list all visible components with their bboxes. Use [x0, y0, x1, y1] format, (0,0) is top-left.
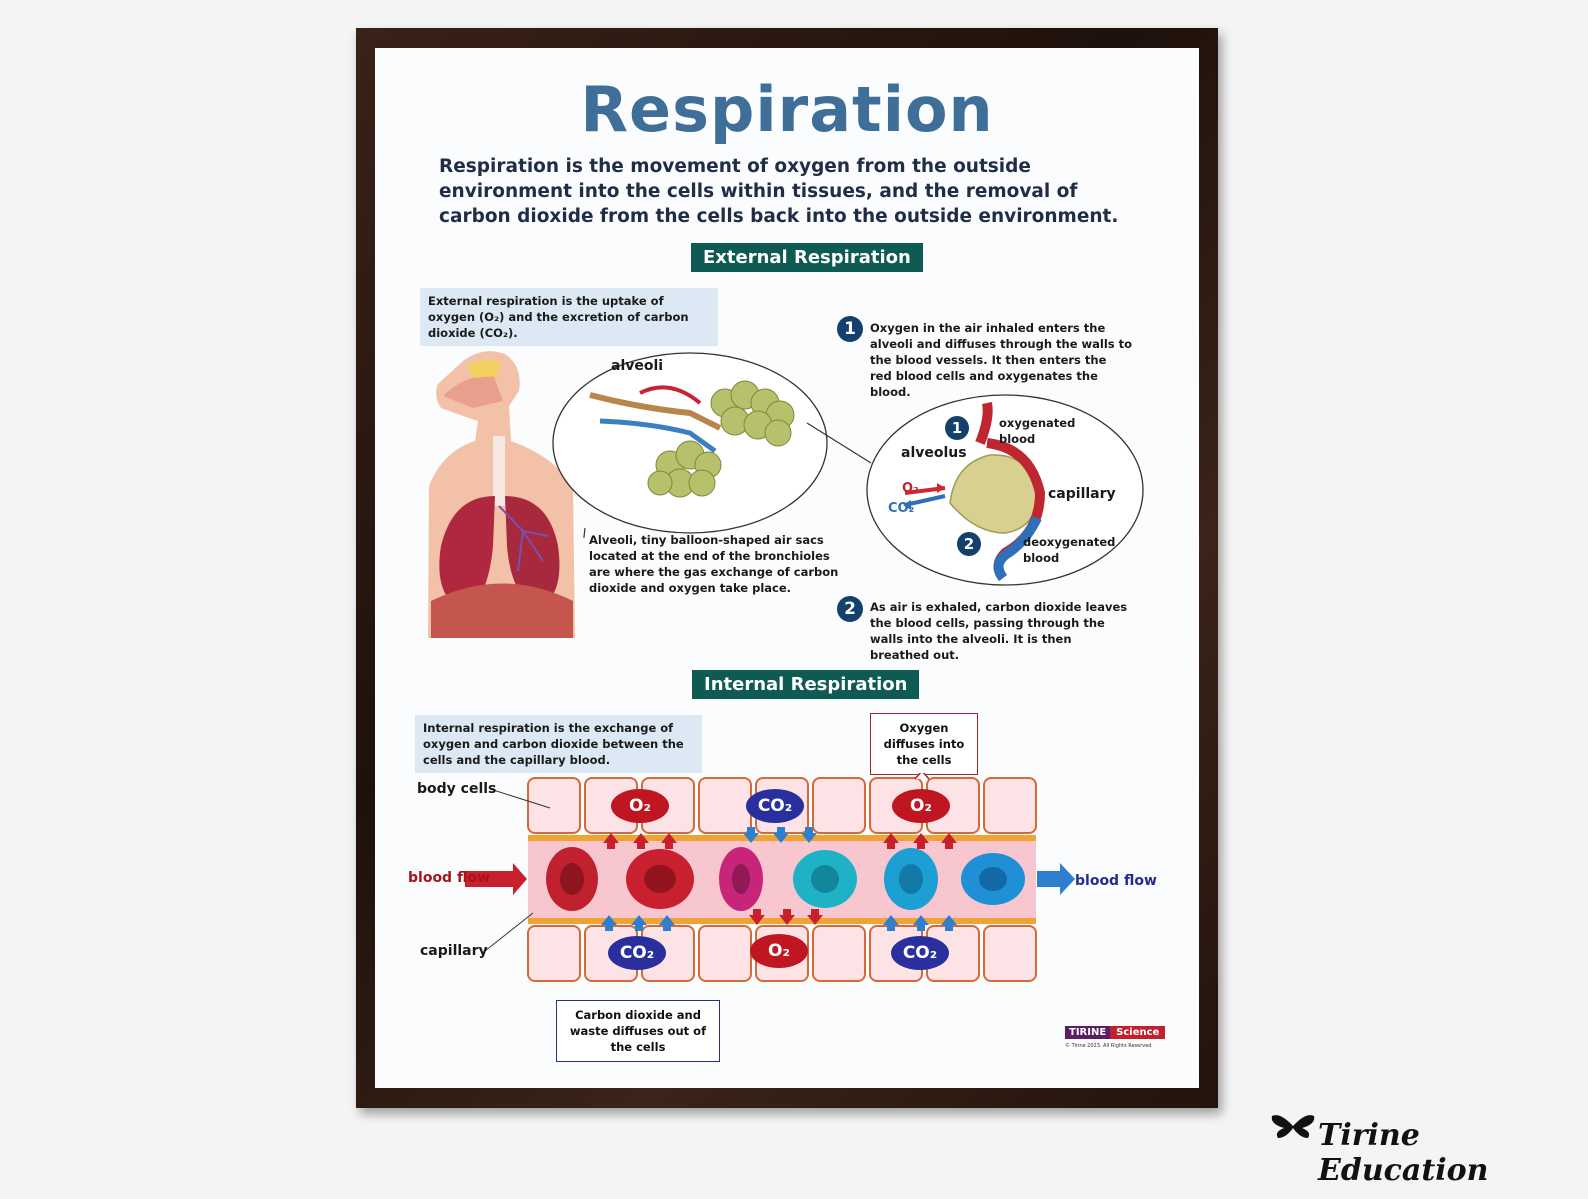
zoom-co2-label: CO₂ [888, 501, 915, 516]
butterfly-icon [1271, 1115, 1315, 1138]
callout-carbon-dioxide: Carbon dioxide and waste diffuses out of… [556, 1000, 720, 1062]
brand-name: TIRINE [1065, 1026, 1111, 1039]
oxygenated-blood-label: oxygenated blood [999, 416, 1076, 446]
step-2-badge: 2 [837, 596, 863, 622]
brand-logo: TIRINE Science [1065, 1026, 1166, 1039]
step-1-text: Oxygen in the air inhaled enters the alv… [870, 321, 1133, 399]
respiratory-system-illustration [428, 351, 575, 638]
carbon-dioxide-bubble: CO₂ [746, 789, 804, 823]
copyright: © Tirine 2023. All Rights Reserved [1065, 1043, 1152, 1049]
alveoli-text: Alveoli, tiny balloon-shaped air sacs lo… [589, 533, 839, 595]
alveolus-label: alveolus [901, 445, 967, 461]
intro-text: Respiration is the movement of oxygen fr… [439, 156, 1119, 227]
oxygen-bubble: O₂ [892, 789, 950, 823]
oxygen-bubble: O₂ [611, 789, 669, 823]
alveolus-zoom [806, 394, 1144, 586]
step-1-badge: 1 [837, 316, 863, 342]
capillary-label: capillary [1048, 486, 1116, 502]
callout-oxygen: Oxygen diffuses into the cells [870, 713, 978, 775]
internal-heading: Internal Respiration [692, 670, 920, 699]
capillary-label-internal: capillary [420, 943, 488, 959]
external-heading: External Respiration [691, 243, 923, 272]
capillary-diagram [465, 773, 1075, 982]
oxygen-bubble: O₂ [750, 934, 808, 968]
alveoli-zoom [552, 352, 828, 538]
blood-flow-in-label: blood flow [408, 870, 490, 886]
deoxygenated-blood-label: deoxygenated blood [1023, 535, 1116, 565]
carbon-dioxide-bubble: CO₂ [891, 936, 949, 970]
zoom-o2-label: O₂ [902, 481, 919, 496]
alveoli-label: alveoli [611, 358, 664, 374]
brand-tag: Science [1110, 1026, 1166, 1039]
body-cells-label: body cells [417, 781, 497, 797]
blood-flow-out-label: blood flow [1075, 873, 1157, 889]
page-title: Respiration [580, 73, 994, 146]
poster: Respiration Respiration is the movement … [375, 48, 1199, 1088]
zoom-step-1-badge: 1 [945, 416, 969, 440]
internal-definition: Internal respiration is the exchange of … [415, 715, 702, 773]
carbon-dioxide-bubble: CO₂ [608, 936, 666, 970]
step-2-text: As air is exhaled, carbon dioxide leaves… [870, 600, 1128, 662]
zoom-step-2-badge: 2 [957, 532, 981, 556]
external-definition: External respiration is the uptake of ox… [420, 288, 718, 346]
watermark: Tirine Education [1318, 1118, 1489, 1188]
